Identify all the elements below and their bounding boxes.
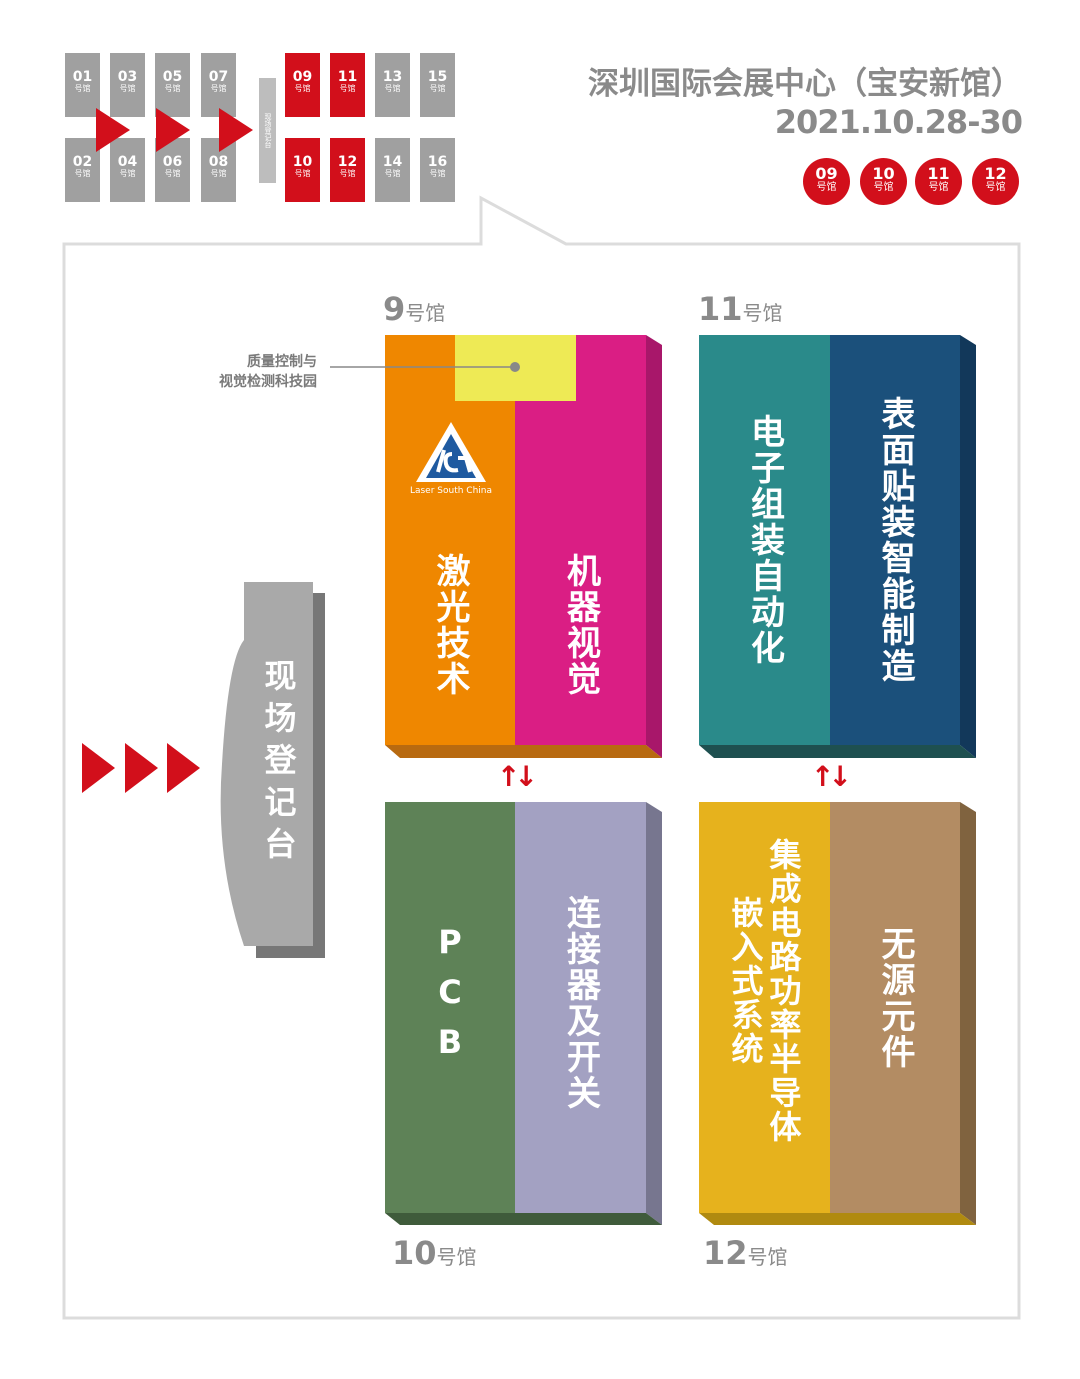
- hall-11-label: 11号馆: [698, 290, 783, 328]
- annotation-label: 质量控制与视觉检测科技园: [219, 354, 317, 390]
- hall-suffix: 号馆: [119, 169, 136, 178]
- arrow-icon: [219, 108, 253, 152]
- hall-number: 09: [292, 69, 313, 85]
- hall-number: 15: [427, 69, 448, 85]
- hall-suffix: 号馆: [339, 84, 356, 93]
- hall-suffix: 号馆: [74, 84, 91, 93]
- laser-south-china-logo: [416, 422, 486, 482]
- hall-suffix: 号馆: [294, 84, 311, 93]
- badge-number: 12: [984, 164, 1007, 183]
- zone-ic-embedded[interactable]: 嵌入式系统集成电路功率半导体: [699, 802, 830, 1213]
- event-dates: 2021.10.28-30: [774, 103, 1023, 141]
- badge-number: 11: [927, 164, 950, 183]
- hall-suffix: 号馆: [429, 84, 446, 93]
- hall-number: 02: [72, 154, 93, 170]
- hall-number: 14: [382, 154, 403, 170]
- hall-suffix: 号馆: [74, 169, 91, 178]
- hall-number: 07: [208, 69, 229, 85]
- hall-suffix: 号馆: [429, 169, 446, 178]
- hall-number: 05: [162, 69, 183, 85]
- hall-number: 16: [427, 154, 448, 170]
- zone-connectors-switches[interactable]: 连接器及开关: [515, 802, 646, 1213]
- hall-suffix: 号馆: [384, 84, 401, 93]
- hall-number: 11: [337, 69, 358, 85]
- zone-pcb[interactable]: PCB: [385, 802, 515, 1213]
- badge-suffix: 号馆: [873, 182, 894, 193]
- hall-suffix: 号馆: [294, 169, 311, 178]
- hall-suffix: 号馆: [164, 84, 181, 93]
- hall-suffix: 号馆: [210, 169, 227, 178]
- annotation-leader: [330, 362, 520, 372]
- zone-machine-vision[interactable]: 机器视觉: [515, 335, 646, 745]
- hall-number: 10: [292, 154, 313, 170]
- zone-laser-technology[interactable]: 激光技术: [385, 335, 515, 745]
- registration-desk[interactable]: 现场登记台: [259, 659, 298, 869]
- hall-number: 04: [117, 154, 138, 170]
- arrow-icon: [156, 108, 190, 152]
- hall-number: 06: [162, 154, 183, 170]
- hall-number: 08: [208, 154, 229, 170]
- hall-suffix: 号馆: [119, 84, 136, 93]
- hall-number: 13: [382, 69, 403, 85]
- hall-12-label: 12号馆: [703, 1234, 788, 1272]
- zone-electronic-assembly-automation[interactable]: 电子组装自动化: [699, 335, 830, 745]
- up-down-arrows-icon: ↑↓: [497, 760, 538, 793]
- badge-number: 10: [872, 164, 895, 183]
- badge-suffix: 号馆: [928, 182, 949, 193]
- zone-passive-components[interactable]: 无源元件: [830, 802, 960, 1213]
- hall-number: 03: [117, 69, 138, 85]
- badge-suffix: 号馆: [816, 182, 837, 193]
- hall-suffix: 号馆: [164, 169, 181, 178]
- minimap-kiosk: 现场登记台: [259, 78, 276, 183]
- hall-suffix: 号馆: [384, 169, 401, 178]
- hall-number: 12: [337, 154, 358, 170]
- zone-smt-intelligent-manufacturing[interactable]: 表面贴装智能制造: [830, 335, 960, 745]
- up-down-arrows-icon: ↑↓: [811, 760, 852, 793]
- arrow-icon: [96, 108, 130, 152]
- hall-number: 01: [72, 69, 93, 85]
- venue-title: 深圳国际会展中心（宝安新馆）: [588, 66, 1022, 102]
- hall-suffix: 号馆: [210, 84, 227, 93]
- hall-9-label: 9号馆: [383, 290, 446, 328]
- hall-10-label: 10号馆: [392, 1234, 477, 1272]
- logo-text: Laser South China: [409, 486, 493, 496]
- hall-suffix: 号馆: [339, 169, 356, 178]
- badge-number: 09: [815, 164, 838, 183]
- badge-suffix: 号馆: [985, 182, 1006, 193]
